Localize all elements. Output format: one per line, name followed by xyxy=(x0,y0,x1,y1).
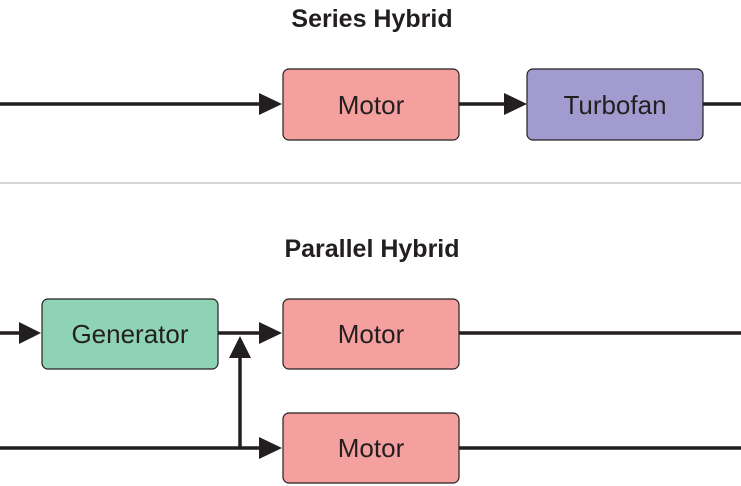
parallel-bottom-motor-label: Motor xyxy=(338,433,405,463)
series-hybrid-title: Series Hybrid xyxy=(291,5,452,33)
parallel-generator-label: Generator xyxy=(71,319,188,349)
parallel-bottom-motor-node: Motor xyxy=(282,412,460,484)
series-turbofan-label: Turbofan xyxy=(563,90,666,120)
series-turbofan-node: Turbofan xyxy=(526,68,704,141)
series-motor-label: Motor xyxy=(338,90,405,120)
bottom-input-arrow xyxy=(0,437,282,459)
parallel-top-motor-node: Motor xyxy=(282,298,460,370)
parallel-input-arrow xyxy=(0,322,41,344)
series-motor-node: Motor xyxy=(282,68,460,141)
generator-to-motor-arrow xyxy=(218,322,282,344)
parallel-hybrid-title: Parallel Hybrid xyxy=(284,235,459,263)
parallel-generator-node: Generator xyxy=(41,298,219,370)
series-input-arrow xyxy=(0,93,282,115)
parallel-top-motor-label: Motor xyxy=(338,319,405,349)
series-motor-to-turbofan-arrow xyxy=(459,93,527,115)
branch-up-arrow xyxy=(229,336,251,448)
